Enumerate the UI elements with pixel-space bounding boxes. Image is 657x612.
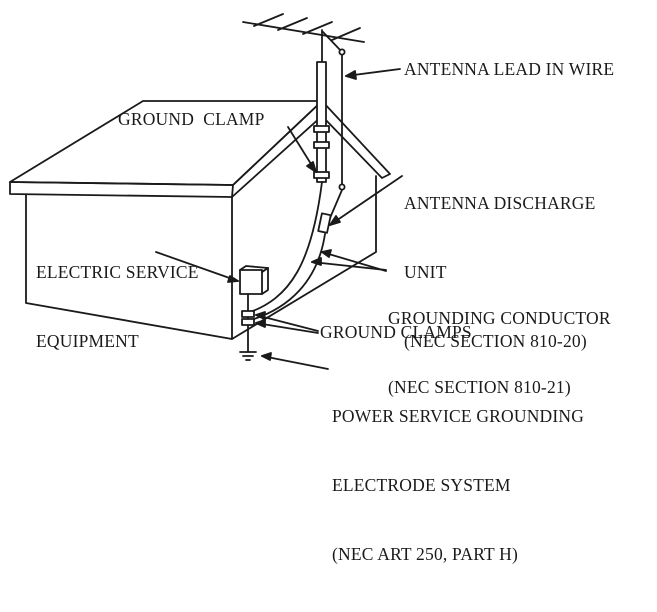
mast-clamp-3 [313,171,330,179]
label-ground-clamps: GROUND CLAMPS [320,322,472,342]
arrow-power-service [261,352,272,361]
label-power-service-line-2: ELECTRODE SYSTEM [332,475,511,495]
antenna-element-1 [253,13,284,27]
label-ground-clamp: GROUND CLAMP [118,109,265,129]
mast-pipe [316,61,327,183]
label-electric-service-line-1: ELECTRIC SERVICE [36,262,199,282]
leader-lines [155,68,403,370]
label-antenna-discharge-unit-line-1: ANTENNA DISCHARGE [404,193,596,213]
leader-discharge-unit [329,175,403,226]
service-box-side-2 [261,267,269,295]
antenna-feed-wire [322,31,343,53]
label-grounding-conductor-line-1: GROUNDING CONDUCTOR [388,308,611,328]
antenna-element-4 [331,27,361,41]
leader-grounding-conductor-2 [321,251,387,272]
leader-ground-clamps-2 [255,322,319,334]
arrow-grounding-conductor-2 [321,249,332,258]
ground-symbol [239,351,257,361]
arrow-discharge-unit [329,215,341,226]
lead-wire-to-discharge [329,189,343,219]
arrow-ground-clamps-1 [255,311,266,320]
label-grounding-conductor: GROUNDING CONDUCTOR (NEC SECTION 810-21) [388,261,611,445]
antenna-terminal [338,48,346,56]
ground-rod-clamp-1 [241,310,255,318]
arrow-ground-clamp [306,161,317,173]
label-antenna-discharge-unit-line-3: (NEC SECTION 810-20) [404,331,587,351]
mast-tube [313,61,330,183]
leader-electric-service [155,251,239,282]
label-antenna-discharge-unit-line-2: UNIT [404,262,447,282]
label-antenna-discharge-unit: ANTENNA DISCHARGE UNIT (NEC SECTION 810-… [404,146,596,399]
house-drawing [9,13,403,370]
arrow-grounding-conductor-1 [311,257,322,266]
service-ground [239,265,269,361]
leader-grounding-conductor-1 [311,261,387,271]
label-electric-service-equipment: ELECTRIC SERVICE EQUIPMENT [36,215,199,399]
mast-clamp-2 [313,141,330,149]
antenna-boom [242,21,365,43]
label-power-service-line-3: (NEC ART 250, PART H) [332,544,519,564]
label-power-service-grounding: POWER SERVICE GROUNDING ELECTRODE SYSTEM… [332,359,584,612]
leader-ground-clamps-1 [255,314,319,332]
antenna-grounding-diagram: ANTENNA LEAD IN WIRE GROUND CLAMP ANTENN… [9,13,615,564]
antenna-element-3 [302,21,333,35]
leader-power-service [261,355,329,370]
arrow-ground-clamps-2 [255,319,266,328]
label-power-service-line-1: POWER SERVICE GROUNDING [332,406,585,426]
label-antenna-lead-in-wire: ANTENNA LEAD IN WIRE [404,59,615,79]
label-electric-service-line-2: EQUIPMENT [36,331,139,351]
front-wall [25,194,233,340]
arrow-electric-service [227,275,239,283]
antenna-discharge-unit [317,212,332,234]
label-grounding-conductor-line-2: (NEC SECTION 810-21) [388,377,571,397]
mast-grounding-conductor [243,181,323,315]
side-wall [231,175,377,340]
mast-clamp-1 [313,125,330,133]
ground-rod-clamp-2 [241,318,255,326]
roof-gable-edge [231,100,391,198]
roof-eave [9,181,234,198]
lead-in-standoff [338,183,346,191]
antenna-element-2 [277,17,308,31]
arrow-antenna-lead [345,70,357,80]
electric-service-box [239,269,263,295]
